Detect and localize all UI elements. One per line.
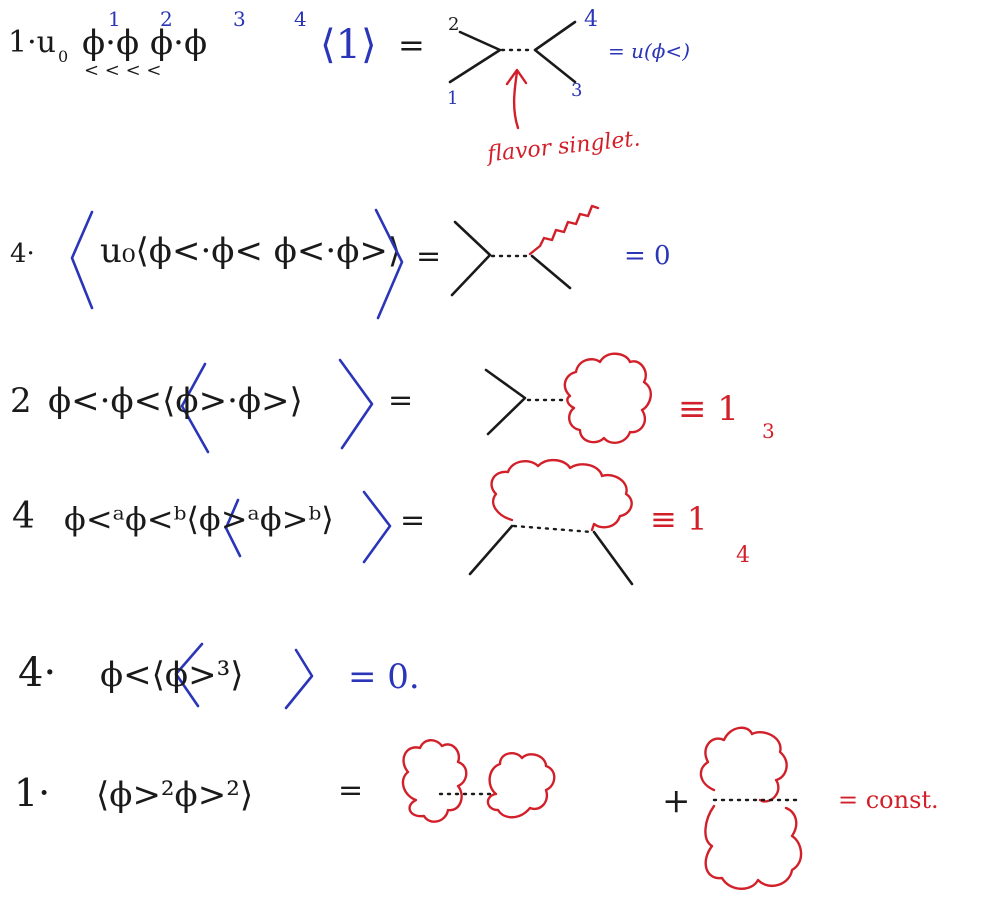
row-1-coefficient: 1·u bbox=[8, 25, 56, 60]
row-6-equals: = bbox=[338, 773, 363, 808]
row-2-left-bracket bbox=[72, 212, 92, 308]
row-6: 1· ⟨ϕ>²ϕ>²⟩ = + = const. bbox=[14, 728, 939, 889]
row-6-expression: ⟨ϕ>²ϕ>²⟩ bbox=[96, 775, 253, 815]
row-3-result: ≡ 1 bbox=[678, 389, 739, 429]
row-5-right-bracket bbox=[286, 650, 312, 708]
row-3-equals: = bbox=[388, 383, 413, 418]
row-1-bracket-one: ⟨1⟩ bbox=[320, 22, 377, 68]
row-2-diagram bbox=[452, 206, 598, 295]
row-3-tadpole-diagram bbox=[486, 354, 651, 443]
leg-label-2: 2 bbox=[448, 14, 459, 35]
row-3-right-bracket bbox=[340, 360, 372, 448]
flavor-singlet-note: flavor singlet. bbox=[484, 126, 641, 167]
row-1-result: = u(ϕ<) bbox=[608, 39, 690, 63]
row-4-equals: = bbox=[400, 503, 425, 538]
row-1-equals: = bbox=[398, 26, 425, 64]
row-1-field-subscripts: < < < < bbox=[84, 60, 162, 81]
row-1: 1·u 0 ϕ·ϕ ϕ·ϕ < < < < 1 2 3 4 ⟨1⟩ = 2 4 … bbox=[8, 7, 690, 168]
row-3-result-subscript: 3 bbox=[762, 419, 775, 443]
row-6-coefficient: 1· bbox=[14, 771, 50, 815]
row-4-result: ≡ 1 bbox=[650, 500, 707, 538]
row-3: 2 ϕ<·ϕ<⟨ϕ>·ϕ>⟩ = ≡ 1 3 bbox=[10, 354, 775, 452]
row-2: 4· u₀⟨ϕ<·ϕ< ϕ<·ϕ>⟩ = = 0 bbox=[10, 206, 671, 318]
row-5-coefficient: 4· bbox=[18, 650, 56, 696]
row-5: 4· ϕ<⟨ϕ>³⟩ = 0. bbox=[18, 644, 420, 708]
row-1-superscript-4: 4 bbox=[294, 7, 307, 31]
row-5-expression: ϕ<⟨ϕ>³⟩ bbox=[100, 655, 244, 695]
row-5-equals-zero: = 0. bbox=[348, 657, 420, 697]
row-2-result: = 0 bbox=[624, 241, 671, 271]
row-4-result-subscript: 4 bbox=[736, 543, 750, 568]
row-1-coefficient-subscript: 0 bbox=[58, 47, 68, 66]
row-4-coefficient: 4 bbox=[12, 496, 35, 537]
row-6-result: = const. bbox=[838, 786, 939, 814]
annotation-arrow bbox=[514, 72, 518, 128]
row-3-coefficient: 2 bbox=[10, 381, 32, 421]
row-4-expression: ϕ<ᵃϕ<ᵇ⟨ϕ>ᵃϕ>ᵇ⟩ bbox=[64, 500, 334, 538]
leg-label-4: 4 bbox=[584, 7, 598, 32]
plus-sign: + bbox=[662, 781, 691, 821]
row-4-loop-diagram bbox=[470, 460, 632, 584]
leg-label-1: 1 bbox=[447, 88, 458, 109]
row-1-superscript-3: 3 bbox=[233, 7, 246, 31]
row-2-coefficient: 4· bbox=[10, 239, 35, 269]
row-3-expression: ϕ<·ϕ<⟨ϕ>·ϕ>⟩ bbox=[48, 381, 303, 421]
row-6-disconnected-diagram: + bbox=[403, 728, 801, 889]
row-4: 4 ϕ<ᵃϕ<ᵇ⟨ϕ>ᵃϕ>ᵇ⟩ = ≡ 1 4 bbox=[12, 460, 750, 584]
row-1-superscript-1: 1 bbox=[108, 7, 121, 31]
row-1-fields: ϕ·ϕ ϕ·ϕ bbox=[82, 23, 207, 63]
leg-label-3: 3 bbox=[571, 80, 582, 101]
row-2-equals: = bbox=[416, 239, 441, 274]
row-1-vertex-diagram bbox=[450, 22, 575, 82]
row-1-superscript-2: 2 bbox=[160, 7, 173, 31]
row-4-right-bracket bbox=[364, 492, 390, 562]
row-2-expression: u₀⟨ϕ<·ϕ< ϕ<·ϕ>⟩ bbox=[100, 231, 401, 271]
